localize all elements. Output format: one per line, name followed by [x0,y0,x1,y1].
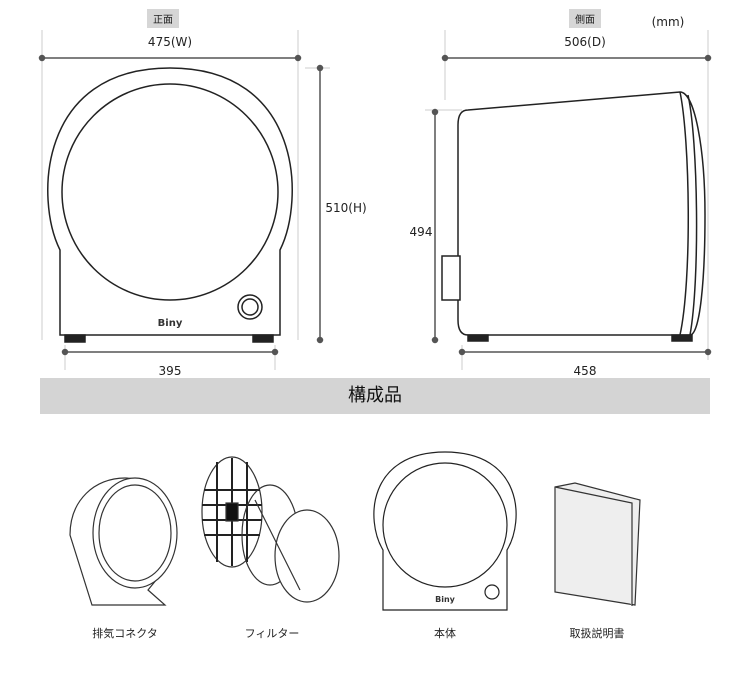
filter-drawing [201,456,340,603]
exhaust-connector-drawing [69,477,178,606]
component-label: 取扱説明書 [569,627,625,640]
height-label: 510(H) [325,201,367,215]
body-drawing: Biny [373,451,517,611]
front-logo: Biny [158,318,183,329]
depth-label: 506(D) [564,35,606,49]
side-base-label: 458 [573,364,597,378]
side-height-label: 494 [409,225,433,239]
component-label: 排気コネクタ [92,627,158,640]
front-base-label: 395 [158,364,182,378]
component-label: フィルター [244,627,300,640]
component-label: 本体 [434,627,456,640]
width-label: 475(W) [147,35,193,49]
side-view [441,91,706,342]
front-view-tag: 正面 [147,9,179,28]
front-view [47,67,293,343]
unit-label: (mm) [651,15,685,29]
manual-drawing [554,482,641,606]
side-view-tag: 側面 [569,9,601,28]
components-banner: 構成品 [40,378,710,414]
svg-text:Biny: Biny [435,595,456,604]
